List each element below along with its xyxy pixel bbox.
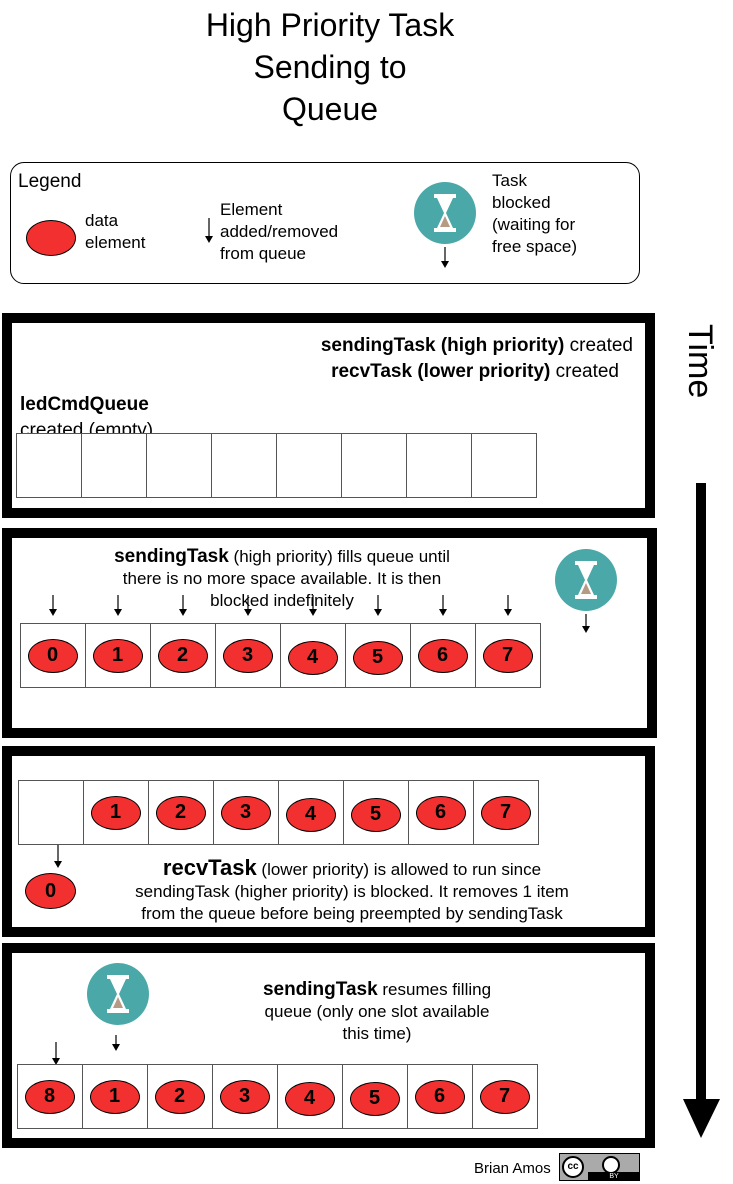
insert-arrow-icon: [373, 595, 382, 616]
legend-task-blocked-label: Task blocked (waiting for free space): [492, 171, 578, 256]
removed-element: 0: [25, 873, 76, 909]
insert-arrow-icon: [178, 595, 187, 616]
legend-data-element-label: data element: [85, 211, 146, 252]
data-element: 8: [24, 1079, 75, 1114]
insert-arrow-icon: [48, 595, 57, 616]
queue-slot: [341, 433, 407, 498]
legend-heading: Legend: [18, 171, 82, 192]
insert-arrow-icon: [438, 595, 447, 616]
data-element: 7: [479, 1079, 530, 1114]
queue-slot: [81, 433, 147, 498]
credit-author: Brian Amos: [474, 1160, 551, 1177]
insert-arrow-icon: [503, 595, 512, 616]
data-element: 7: [480, 795, 531, 830]
queue-slot: [406, 433, 472, 498]
data-element: 2: [155, 795, 206, 830]
data-element: 2: [157, 638, 208, 673]
data-element: 1: [90, 795, 141, 830]
panel1-line1: sendingTask (high priority) created: [320, 335, 633, 356]
data-element: 2: [154, 1079, 205, 1114]
data-element: 5: [349, 1081, 400, 1116]
hourglass-icon: [555, 549, 617, 633]
insert-arrow-icon: [113, 595, 122, 616]
legend-data-element-icon: [26, 220, 76, 256]
data-element: 7: [482, 638, 533, 673]
data-element: 3: [222, 638, 273, 673]
panel-sending-resumes: sendingTask resumes filling queue (only …: [2, 943, 655, 1148]
queue-name: ledCmdQueue: [20, 394, 149, 415]
queue-slot: [471, 433, 537, 498]
legend-element-added-label: Element added/removed from queue: [220, 200, 339, 263]
insert-arrow-icon: [308, 595, 317, 616]
insert-arrow-icon: [243, 595, 252, 616]
panel2-text: sendingTask (high priority) fills queue …: [114, 546, 450, 610]
data-element: 4: [284, 1081, 335, 1116]
cc-icon: cc: [562, 1156, 584, 1178]
panel4-text: sendingTask resumes filling queue (only …: [262, 979, 492, 1043]
queue-slot: [18, 780, 84, 845]
license-sub: BY: [588, 1172, 640, 1181]
data-element: 3: [219, 1079, 270, 1114]
queue-slot: [146, 433, 212, 498]
panel3-text: recvTask (lower priority) is allowed to …: [135, 855, 569, 924]
data-element: 5: [352, 640, 403, 675]
data-element: 4: [285, 797, 336, 832]
diagram-title: High Priority Task Sending to Queue: [130, 4, 530, 130]
panel-queue-created: sendingTask (high priority) created recv…: [2, 313, 655, 518]
hourglass-icon: [87, 963, 149, 1051]
legend-box: Legend data element Element added/remove…: [10, 162, 640, 284]
title-line-1: High Priority Task: [205, 7, 455, 43]
legend-hourglass-icon: [414, 182, 476, 268]
data-element: 3: [220, 795, 271, 830]
data-element: 1: [89, 1079, 140, 1114]
title-line-3: Queue: [281, 91, 379, 127]
data-element: 6: [414, 1079, 465, 1114]
queue-slot: [276, 433, 342, 498]
remove-arrow-icon: [54, 845, 62, 868]
data-element: 6: [417, 638, 468, 673]
legend-arrow-icon: [205, 218, 213, 243]
data-element: 1: [92, 638, 143, 673]
insert-arrow-icon: [52, 1042, 60, 1065]
queue-slot: [211, 433, 277, 498]
time-arrow-icon: [683, 483, 720, 1138]
data-element: 6: [415, 795, 466, 830]
data-element: 5: [350, 797, 401, 832]
queue-slot: [16, 433, 82, 498]
panel1-line2: recvTask (lower priority) created: [331, 361, 619, 382]
data-element: 4: [287, 640, 338, 675]
time-label: Time: [681, 324, 719, 399]
cc-license-badge: cc BY: [559, 1153, 640, 1181]
title-line-2: Sending to: [253, 49, 407, 85]
data-element: 0: [27, 638, 78, 673]
panel-sending-fills: sendingTask (high priority) fills queue …: [2, 528, 657, 738]
